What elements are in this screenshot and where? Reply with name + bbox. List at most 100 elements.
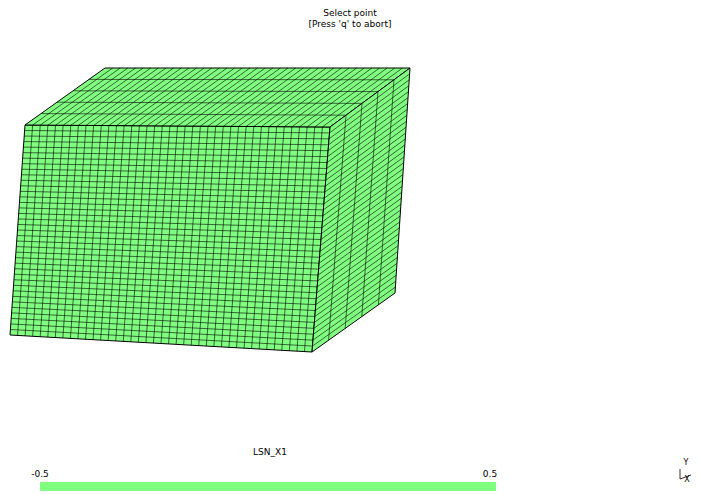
mesh-line [18,224,322,233]
mesh-line [71,68,151,125]
mesh-line [319,210,401,269]
mesh-face [312,68,410,352]
mesh-line [162,68,242,126]
mesh-line [322,163,403,222]
mesh-line [12,307,314,322]
mesh-line [15,263,318,275]
mesh-line [325,133,406,192]
mesh-line [330,74,410,133]
mesh-line [21,186,325,192]
mesh-line [132,68,212,126]
mesh-line [321,186,403,245]
mesh-line [223,68,303,126]
mesh-line [101,68,181,126]
mesh-line [13,296,316,310]
mesh-line [319,204,401,263]
mesh-line [86,68,166,125]
mesh-line [254,68,334,127]
mesh-line [239,68,319,126]
mesh-line [269,68,349,127]
mesh-line [185,68,265,126]
mesh-line [16,247,319,258]
mesh-line [94,68,174,125]
mesh-line [89,79,394,80]
axis-label: Y [684,457,689,468]
mesh-line [147,68,227,126]
mesh-line [12,302,314,317]
mesh-line [19,202,323,210]
mesh-line [320,192,402,251]
mesh-line [14,285,317,298]
mesh-line [63,68,143,125]
mesh-line [315,252,397,311]
mesh-line [317,234,399,293]
mesh-line [124,68,204,126]
mesh-line [170,68,250,126]
mesh-line [329,86,409,145]
mesh-line [41,114,346,116]
mesh-line [326,115,407,174]
colorbar-title: LSN_X1 [253,447,287,458]
mesh-line [246,68,326,126]
mesh-line [312,287,395,346]
mesh-line [329,80,409,139]
mesh-line [317,228,399,287]
mesh-face [10,125,330,352]
mesh-line [40,68,120,125]
mesh-line [328,98,408,157]
mesh-line [326,121,407,180]
mesh-line [14,274,317,287]
mesh-line [57,102,362,103]
mesh-line [216,68,296,126]
mesh-line [327,104,407,163]
mesh-line [48,68,128,125]
mesh-line [23,147,328,151]
mesh-line [18,219,322,228]
mesh-line [318,216,400,275]
mesh-line [17,241,320,251]
mesh-line [20,191,324,198]
mesh-line [18,230,322,240]
mesh-line [261,68,341,127]
mesh-line [316,240,398,299]
prompt-hint: [Press 'q' to abort] [309,19,392,30]
mesh-line [208,68,288,126]
mesh-line [25,131,330,133]
mesh-line [200,68,280,126]
mesh-line [17,236,320,246]
mesh-line [314,269,397,328]
mesh-line [324,139,405,198]
mesh-line [10,329,312,346]
mesh-line [328,92,408,151]
mesh-line [14,280,317,293]
mesh-line [21,180,325,186]
mesh-line [23,153,328,157]
mesh-line [117,68,197,126]
mesh-line [313,275,396,334]
mesh-line [109,68,189,126]
mesh-line [324,145,405,204]
mesh-line [315,257,398,316]
mesh-line [73,90,378,92]
color-bar [40,482,496,491]
mesh-line [33,68,113,125]
mesh-line [314,263,397,322]
mesh-line [23,158,328,162]
mesh-line [139,68,219,126]
mesh-line [323,151,404,210]
colorbar-max: 0.5 [483,469,497,480]
mesh-line [20,197,324,204]
mesh-line [322,169,403,228]
mesh-line [15,269,318,281]
mesh-line [16,252,319,263]
mesh-line [24,136,329,139]
mesh-line [316,246,398,305]
mesh-line [318,222,400,281]
mesh-line [193,68,273,126]
mesh-line [22,169,326,174]
finite-element-mesh [10,68,410,352]
mesh-line [321,175,402,234]
mesh-line [327,109,408,168]
mesh-line [313,281,396,340]
